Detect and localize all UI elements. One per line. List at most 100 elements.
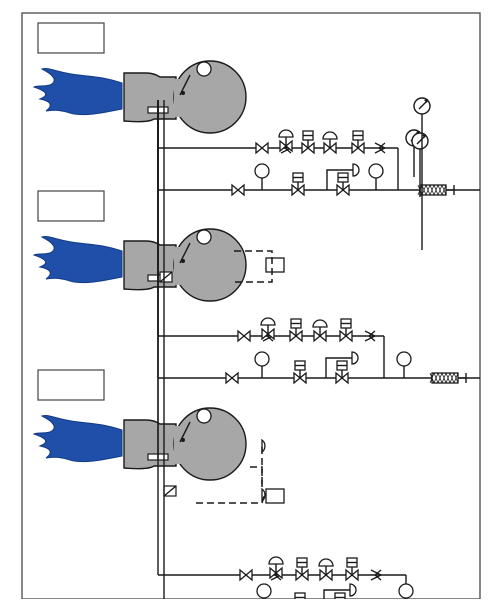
valve-body [255, 141, 269, 155]
solenoid-5a [289, 318, 303, 343]
valve-body [225, 371, 239, 385]
hatch-11 [159, 271, 173, 283]
regulator-4-2 [268, 556, 284, 580]
burner-body [123, 419, 177, 470]
gauge-arrow [424, 99, 428, 103]
strainer-10 [417, 184, 455, 196]
g3-dashed-duct-top [250, 466, 263, 488]
damper-pivot [181, 91, 185, 95]
housing-joint [174, 247, 186, 285]
check-shape [367, 330, 376, 342]
circle-tag-7 [396, 351, 412, 367]
check-shape [370, 569, 383, 581]
group-label-box [37, 190, 105, 222]
bypass-actuator [351, 351, 359, 365]
solenoid-5b [351, 130, 365, 155]
circle-tag-7 [398, 583, 414, 599]
fan-number-tag [196, 408, 212, 424]
circle-tag-7 [368, 163, 384, 179]
pressure-gauge-9 [411, 132, 429, 150]
regulator-4-2 [260, 317, 276, 341]
flame-icon [32, 68, 123, 116]
tag-circle [396, 351, 412, 367]
main-valve-2 [225, 371, 239, 385]
regulator-dome [312, 319, 328, 328]
gauge-arrow [422, 134, 426, 138]
strainer-hatch [429, 372, 435, 384]
group-g-3 [32, 97, 431, 604]
solenoid-13 [336, 172, 350, 197]
regulator-dome [260, 317, 276, 326]
tag-circle [254, 163, 270, 179]
strainer-hatch [449, 372, 455, 384]
check-valve-6-1 [374, 142, 387, 154]
hatch-11 [163, 485, 177, 497]
check-valve-6-1 [364, 330, 377, 342]
group-label-box [37, 22, 105, 54]
bypass-actuator [349, 583, 357, 597]
housing-joint [174, 79, 186, 117]
circle-tag-14 [256, 583, 272, 599]
regulator-4-2 [278, 129, 294, 153]
pilot-valve-6 [239, 568, 253, 582]
group-g-2 [32, 100, 480, 385]
strainer-hatch [433, 372, 439, 384]
damper-pivot [181, 259, 185, 263]
strainer-hatch [437, 184, 443, 196]
flame-shape [32, 236, 123, 284]
fan-number-tag [196, 61, 212, 77]
box-12 [265, 257, 285, 273]
regulator-4-1 [318, 558, 334, 582]
valve-body [239, 568, 253, 582]
pilot-valve-6 [255, 141, 269, 155]
group-g-1 [32, 22, 480, 197]
gauge-needle [418, 100, 428, 110]
label-box [37, 190, 105, 222]
box-12 [265, 488, 285, 504]
check-valve-6-1 [370, 569, 383, 581]
regulator-dome [278, 129, 294, 138]
pilot-valve-6 [237, 329, 251, 343]
tag-circle [196, 408, 212, 424]
g3-duct-bottom [196, 495, 265, 504]
bypass-line [326, 169, 353, 190]
strainer-hatch [441, 184, 447, 196]
solenoid-3 [293, 360, 307, 385]
strainer-hatch [433, 184, 439, 196]
bypass-actuator [352, 163, 360, 177]
solenoid-3 [291, 172, 305, 197]
strainer-hatch [429, 184, 435, 196]
burner-housing [123, 407, 247, 481]
valve-body [237, 329, 251, 343]
tag-circle [368, 163, 384, 179]
strainer-hatch [437, 372, 443, 384]
check-shape [364, 330, 377, 342]
damper-pivot [181, 438, 185, 442]
strainer-hatch [453, 372, 459, 384]
strainer-hatch [425, 184, 431, 196]
strainer-hatch [441, 372, 447, 384]
tag-circle [398, 583, 414, 599]
flame-icon [32, 415, 123, 463]
box-12-tag [265, 488, 285, 504]
flame-shape [32, 68, 123, 116]
label-box [37, 369, 105, 401]
pressure-gauge-9 [413, 97, 431, 115]
solenoid-13 [333, 592, 347, 604]
group-label-box [37, 369, 105, 401]
main-valve-2 [231, 183, 245, 197]
burner-body [123, 72, 177, 123]
burner-housing [123, 228, 247, 302]
tag-circle [254, 351, 270, 367]
solenoid-5b [339, 318, 353, 343]
gauge-needle [416, 135, 426, 145]
hatch-slash [159, 271, 173, 283]
box-12-tag [265, 257, 285, 273]
circle-tag-14 [254, 163, 270, 179]
tag-circle [196, 61, 212, 77]
flame-icon [32, 236, 123, 284]
circle-tag-14 [254, 351, 270, 367]
housing-joint [174, 426, 186, 464]
bypass-line [325, 357, 352, 378]
